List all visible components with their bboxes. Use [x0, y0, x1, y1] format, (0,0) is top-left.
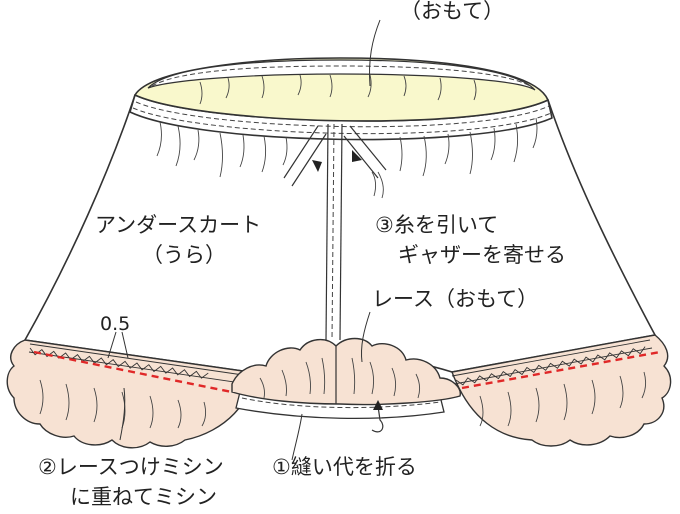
leader-measure-b — [121, 331, 129, 359]
lace-left — [6, 339, 252, 449]
leader-step2 — [119, 387, 126, 441]
leader-omote — [369, 19, 381, 87]
stitch-line-left — [33, 350, 233, 394]
waistband — [133, 57, 550, 122]
label-step2-1: ②レースつけミシン — [38, 455, 224, 479]
label-underskirt-2: （うら） — [142, 243, 226, 267]
label-step2-2: に重ねてミシン — [70, 485, 217, 509]
label-lace-omote: レース（おもて） — [372, 287, 538, 311]
center-seam — [283, 123, 387, 341]
label-step3-1: ③糸を引いて — [375, 213, 498, 237]
label-measure: 0.5 — [100, 313, 130, 335]
waist-gathers — [156, 117, 538, 178]
label-underskirt-1: アンダースカート — [95, 213, 261, 237]
label-step1: ①縫い代を折る — [272, 455, 417, 479]
lace-center — [231, 337, 461, 433]
leader-measure-a — [107, 331, 117, 359]
stitch-line-right — [461, 350, 661, 390]
leader-step1 — [291, 413, 303, 461]
lace-right — [451, 334, 672, 447]
label-omote-top: （おもて） — [400, 0, 504, 23]
label-step3-2: ギャザーを寄せる — [398, 243, 566, 267]
leader-lace-omote — [361, 311, 371, 363]
